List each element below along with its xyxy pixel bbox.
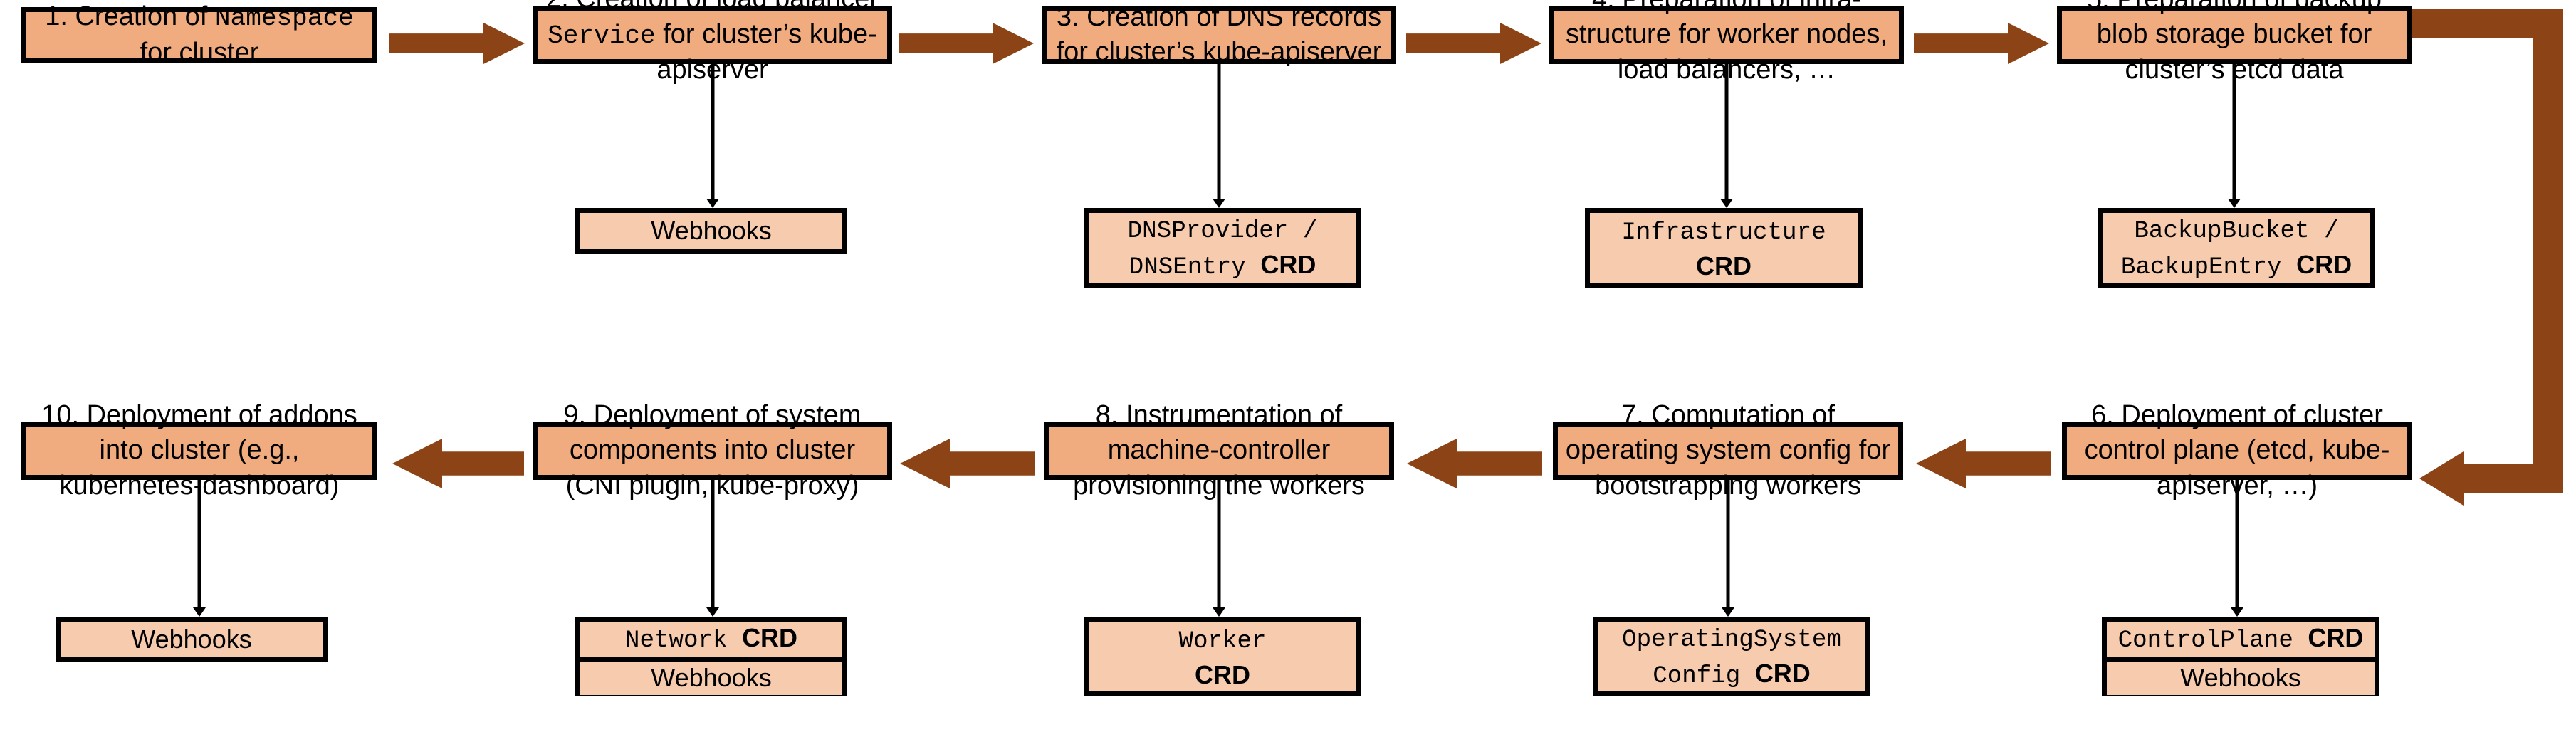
- flow-node-label: 2. Creation of load balancer Service for…: [546, 0, 879, 85]
- flow-node-step-2[interactable]: 2. Creation of load balancer Service for…: [533, 0, 892, 85]
- flow-node-step-10[interactable]: 10. Deployment of addons into cluster (e…: [21, 400, 377, 501]
- flow-node-label: 3. Creation of DNS records for cluster’s…: [1056, 1, 1382, 67]
- flow-arrow-9-to-10: [392, 439, 524, 488]
- attachment-connector: [1209, 480, 1229, 617]
- flow-node-step-9[interactable]: 9. Deployment of system components into …: [533, 400, 892, 501]
- resource-box-step-10[interactable]: Webhooks: [56, 617, 328, 662]
- resource-stack-row-label: Webhooks: [2180, 663, 2301, 693]
- resource-stack-row-label: Webhooks: [651, 663, 772, 693]
- attachment-connector: [703, 480, 723, 617]
- flow-node-label: 5. Preparation of backup blob storage bu…: [2087, 0, 2382, 85]
- resource-stack-row[interactable]: Network CRD: [580, 622, 842, 657]
- attachment-connector: [1718, 480, 1738, 617]
- resource-box-label: Webhooks: [651, 216, 772, 246]
- attachment-connector: [1209, 64, 1229, 208]
- resource-box-label: Webhooks: [131, 625, 252, 654]
- flow-node-step-1[interactable]: 1. Creation of Namespace for cluster: [21, 1, 377, 68]
- resource-box-step-2[interactable]: Webhooks: [575, 208, 847, 254]
- flow-arrow-5-to-6-wrap: [2405, 9, 2576, 521]
- flow-node-label: 1. Creation of Namespace for cluster: [45, 1, 354, 68]
- flow-node-label: 4. Preparation of infra-structure for wo…: [1566, 0, 1888, 85]
- flow-node-step-5[interactable]: 5. Preparation of backup blob storage bu…: [2057, 0, 2412, 85]
- flow-node-step-8[interactable]: 8. Instrumentation of machine-controller…: [1044, 400, 1394, 501]
- flow-arrow-6-to-7: [1916, 439, 2051, 488]
- attachment-connector: [703, 64, 723, 208]
- flow-node-step-3[interactable]: 3. Creation of DNS records for cluster’s…: [1042, 2, 1396, 67]
- flow-arrow-2-to-3: [899, 23, 1034, 64]
- attachment-connector: [189, 480, 209, 617]
- attachment-connector: [2224, 64, 2244, 208]
- flow-arrow-3-to-4: [1406, 23, 1541, 64]
- resource-box-label: BackupBucket /BackupEntry CRD: [2120, 217, 2352, 281]
- flow-arrow-8-to-9: [900, 439, 1035, 488]
- flow-arrow-7-to-8: [1407, 439, 1542, 488]
- resource-stack-step-9[interactable]: Network CRD Webhooks: [575, 617, 847, 696]
- resource-stack-row[interactable]: ControlPlane CRD: [2107, 622, 2375, 657]
- flow-node-label: 9. Deployment of system components into …: [563, 399, 862, 501]
- attachment-connector: [1717, 64, 1737, 208]
- attachment-connector: [2227, 480, 2247, 617]
- resource-box-label: DNSProvider /DNSEntry CRD: [1127, 217, 1318, 281]
- flow-node-step-7[interactable]: 7. Computation of operating system confi…: [1553, 400, 1903, 501]
- flow-node-step-4[interactable]: 4. Preparation of infra-structure for wo…: [1549, 0, 1904, 85]
- resource-stack-row-label: ControlPlane CRD: [2117, 623, 2364, 654]
- flow-node-step-6[interactable]: 6. Deployment of cluster control plane (…: [2062, 400, 2412, 501]
- resource-stack-step-6[interactable]: ControlPlane CRD Webhooks: [2102, 617, 2379, 696]
- resource-box-step-3[interactable]: DNSProvider /DNSEntry CRD: [1084, 208, 1361, 288]
- resource-stack-row[interactable]: Webhooks: [2107, 657, 2375, 696]
- flow-arrow-4-to-5: [1914, 23, 2049, 64]
- resource-stack-row[interactable]: Webhooks: [580, 657, 842, 696]
- resource-stack-row-label: Network CRD: [624, 623, 798, 654]
- flow-arrow-1-to-2: [389, 23, 525, 64]
- resource-box-step-5[interactable]: BackupBucket /BackupEntry CRD: [2098, 208, 2375, 288]
